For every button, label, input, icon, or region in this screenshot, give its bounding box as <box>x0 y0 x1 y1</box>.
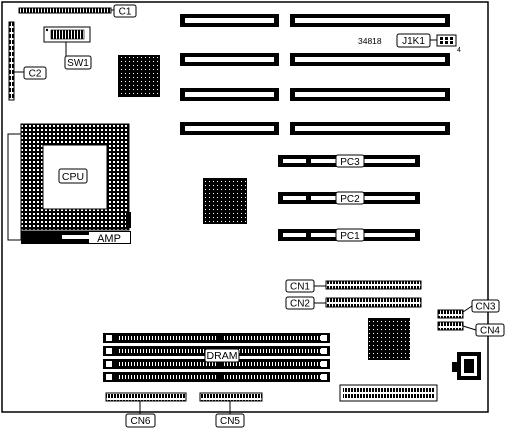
chip-middle <box>203 178 247 224</box>
isa-slot <box>290 53 450 66</box>
cn2-header <box>325 297 422 308</box>
dram-callout: DRAM <box>204 348 240 363</box>
amp-bar: AMP <box>21 231 131 245</box>
cn4-header <box>437 321 464 331</box>
cpu-callout: CPU <box>58 168 88 184</box>
isa-slot <box>180 14 279 27</box>
isa-slot <box>290 88 450 101</box>
c1-callout: C1 <box>113 4 137 18</box>
simm-socket <box>103 333 330 343</box>
pc1-label: PC1 <box>340 231 360 242</box>
j1k1-jumper <box>436 34 457 47</box>
sw1-label: SW1 <box>67 58 89 69</box>
cn4-label: CN4 <box>480 326 500 337</box>
cn5-header <box>199 392 263 402</box>
c2-connector <box>8 21 24 101</box>
c2-callout: C2 <box>23 66 47 80</box>
cn6-callout: CN6 <box>125 401 156 428</box>
isa-slot <box>180 53 279 66</box>
pc3-label: PC3 <box>340 157 360 168</box>
cn6-label: CN6 <box>130 416 150 427</box>
cn3-header <box>437 309 464 319</box>
board-number: 34818 <box>358 36 382 46</box>
dram-label: DRAM <box>207 350 238 362</box>
pin-number: 4 <box>457 47 461 54</box>
sw1-switch <box>43 26 91 56</box>
cn1-header <box>325 280 422 290</box>
cn2-callout: CN2 <box>285 296 326 310</box>
isa-slot <box>290 14 450 27</box>
simm-socket <box>103 359 330 369</box>
cn5-callout: CN5 <box>215 401 245 428</box>
cn1-label: CN1 <box>290 282 310 293</box>
cn3-callout: CN3 <box>462 299 500 313</box>
cn6-header <box>105 392 187 402</box>
amp-label: AMP <box>97 233 121 245</box>
pci-slot-pc2: PC2 <box>278 191 420 205</box>
isa-slot <box>180 122 279 135</box>
c1-connector <box>18 7 114 14</box>
chip-lower-right <box>368 318 410 360</box>
cn4-callout: CN4 <box>462 323 505 337</box>
j1k1-callout: J1K1 <box>396 33 437 48</box>
pci-slot-pc1: PC1 <box>278 228 420 242</box>
pc2-label: PC2 <box>340 194 360 205</box>
chip-upper-left <box>118 55 160 97</box>
isa-slot <box>290 122 450 135</box>
c2-label: C2 <box>29 69 42 80</box>
cn1-callout: CN1 <box>285 279 326 293</box>
cn3-label: CN3 <box>475 302 495 313</box>
cn5-label: CN5 <box>220 416 240 427</box>
pci-slot-pc3: PC3 <box>278 154 420 168</box>
isa-slot <box>180 88 279 101</box>
keyboard-connector <box>452 352 481 380</box>
bios-chip-row <box>339 384 438 402</box>
simm-socket <box>103 372 330 382</box>
c1-label: C1 <box>119 7 132 18</box>
cpu-label: CPU <box>62 171 84 183</box>
j1k1-label: J1K1 <box>402 36 425 47</box>
sw1-callout: SW1 <box>64 55 92 70</box>
cn2-label: CN2 <box>290 299 310 310</box>
isa-slots <box>180 14 450 135</box>
